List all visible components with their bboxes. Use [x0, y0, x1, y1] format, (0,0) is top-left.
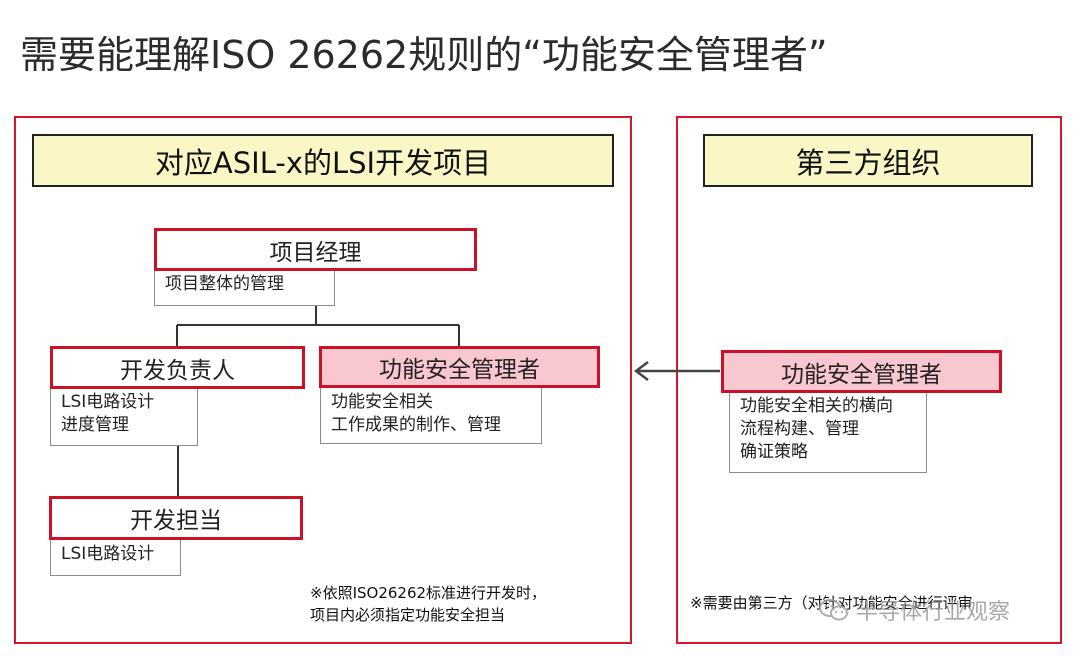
dev-lead-box: 开发负责人: [50, 346, 305, 389]
project-manager-desc: 项目整体的管理: [154, 268, 335, 306]
left-panel-banner: 对应ASIL-x的LSI开发项目: [32, 134, 614, 187]
right-fs-manager-desc: 功能安全相关的横向 流程构建、管理 确证策略: [729, 390, 927, 473]
left-arrow-icon: [633, 361, 720, 381]
left-fs-manager-box: 功能安全管理者: [319, 346, 600, 388]
left-fs-manager-desc: 功能安全相关 工作成果的制作、管理: [320, 386, 542, 444]
developer-desc: LSI电路设计: [50, 538, 181, 576]
watermark: 半导体行业观察: [818, 594, 1010, 626]
left-panel-note: ※依照ISO26262标准进行开发时， 项目内必须指定功能安全担当: [310, 584, 547, 624]
right-panel-note: ※需要由第三方（对针对功能安全进行评审: [690, 594, 973, 612]
right-panel-banner: 第三方组织: [703, 134, 1033, 187]
watermark-text: 半导体行业观察: [856, 600, 1011, 625]
developer-box: 开发担当: [49, 496, 303, 540]
dev-lead-desc: LSI电路设计 进度管理: [50, 386, 198, 446]
page-title: 需要能理解ISO 26262规则的“功能安全管理者”: [20, 33, 828, 77]
right-fs-manager-box: 功能安全管理者: [721, 350, 1002, 393]
wechat-icon: [819, 599, 848, 621]
project-manager-box: 项目经理: [154, 228, 477, 271]
